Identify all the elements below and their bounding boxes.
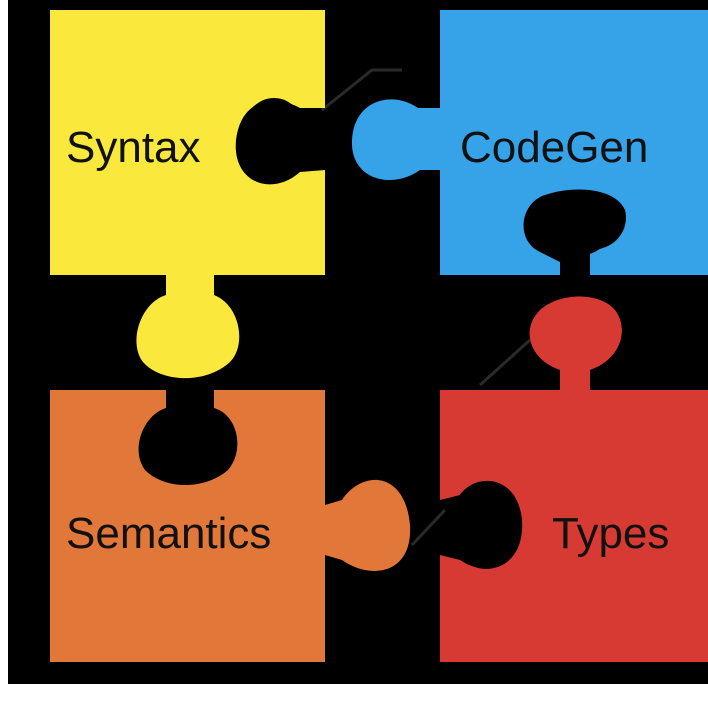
types-label: Types (552, 509, 669, 558)
codegen-label: CodeGen (460, 123, 648, 172)
semantics-hole (142, 406, 230, 474)
syntax-label: Syntax (66, 123, 201, 172)
semantics-piece-shape (50, 390, 411, 662)
syntax-piece (50, 10, 325, 379)
codegen-piece (351, 10, 708, 275)
types-piece (440, 296, 708, 662)
semantics-label: Semantics (66, 509, 271, 558)
syntax-hole (240, 98, 308, 182)
types-piece-shape (440, 296, 708, 662)
codegen-hole (530, 193, 614, 257)
knob-holes (142, 98, 614, 569)
syntax-piece-shape (50, 10, 325, 379)
shadow-lines (321, 68, 532, 547)
codegen-piece-shape (351, 10, 708, 275)
semantics-piece (50, 390, 411, 662)
types-hole (450, 481, 522, 569)
